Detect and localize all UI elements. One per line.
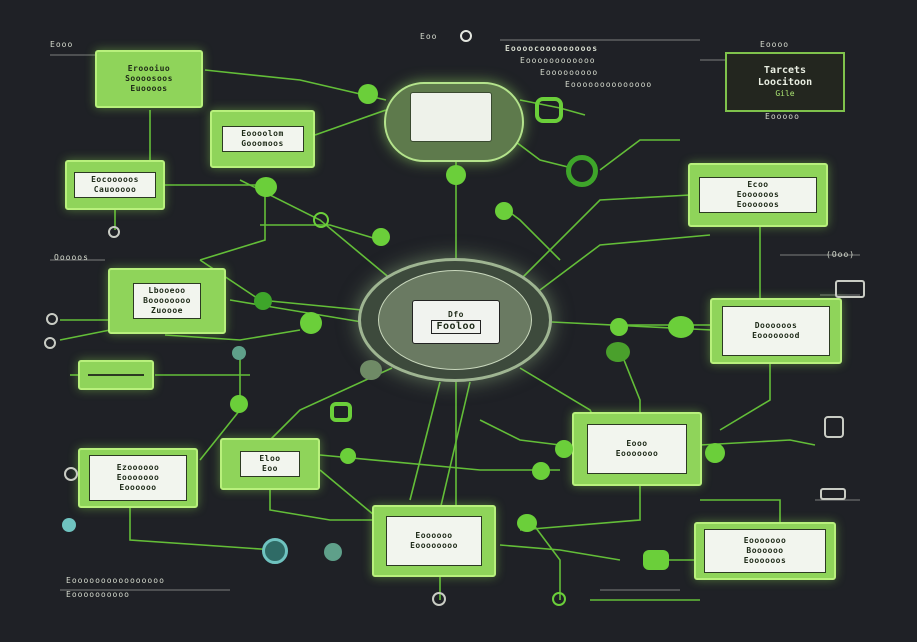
node-1-line-1: Eroooiuo	[127, 64, 171, 73]
node-9-line-2: Eooooooo	[116, 473, 160, 482]
node-3: Eocooooos Cauooooo	[65, 160, 165, 210]
connector-dot	[446, 165, 466, 185]
connector-dot	[432, 592, 446, 606]
connector-dot	[300, 312, 322, 334]
connector-dot	[372, 228, 390, 246]
connector-dot	[824, 416, 844, 438]
connector-dot	[230, 395, 248, 413]
node-5-line-2: Boooooooo	[143, 296, 191, 305]
label-top-text-1: Eoooocooooooooos	[505, 44, 599, 53]
label-left: Ooooos	[54, 253, 89, 262]
node-7-line-2: Eoo	[262, 464, 278, 473]
node-3-line-2: Cauooooo	[93, 185, 137, 194]
label-top-center: Eoo	[420, 32, 438, 41]
center-hub-label: Fooloo	[431, 320, 481, 334]
title-line-2: Loocitoon	[757, 77, 813, 88]
connector-dot	[643, 550, 669, 570]
label-top-text-4: Eoooooooooooooo	[565, 80, 653, 89]
node-12-bar	[88, 374, 144, 376]
node-10-line-2: Eoooooooo	[410, 541, 458, 550]
node-8-line-2: Eooooooo	[615, 449, 659, 458]
connector-dot	[535, 97, 563, 123]
node-5-line-3: Zuoooe	[151, 306, 183, 315]
connector-dot	[340, 448, 356, 464]
node-2-line-1: Eoooolom	[241, 129, 284, 138]
connector-dot	[64, 467, 78, 481]
connector-dot	[108, 226, 120, 238]
node-1-line-3: Euoooos	[130, 84, 168, 93]
node-1-line-2: Soooosoos	[125, 74, 173, 83]
connector-dot	[555, 440, 573, 458]
label-bottom-text-2: Eoooooooooo	[66, 590, 130, 599]
node-2: Eoooolom Gooomoos	[210, 110, 315, 168]
connector-dot	[46, 313, 58, 325]
node-9-line-1: Ezoooooo	[116, 463, 160, 472]
node-4-line-1: Ecoo	[747, 180, 769, 189]
connector-dot	[330, 402, 352, 422]
connector-dot	[358, 84, 378, 104]
label-top-left: Eooo	[50, 40, 74, 49]
node-8: Eooo Eooooooo	[572, 412, 702, 486]
title-line-3: Gile	[775, 89, 795, 98]
label-top-text-2: Eoooooooooooo	[520, 56, 596, 65]
connector-dot	[324, 543, 342, 561]
title-line-1: Tarcets	[763, 65, 807, 76]
connector-dot	[255, 177, 277, 197]
node-10: Eoooooo Eoooooooo	[372, 505, 496, 577]
node-11-line-1: Eooooooo	[743, 536, 787, 545]
node-2-line-2: Gooomoos	[241, 139, 284, 148]
connector-dot	[44, 337, 56, 349]
node-11: Eooooooo Boooooo Eoooooos	[694, 522, 836, 580]
connector-dot	[360, 360, 382, 380]
node-11-line-3: Eoooooos	[743, 556, 787, 565]
node-5: Lbooeoo Boooooooo Zuoooe	[108, 268, 226, 334]
label-top-text-3: Eooooooooo	[540, 68, 599, 77]
node-6: Doooooos Eoooooood	[710, 298, 842, 364]
node-5-line-1: Lbooeoo	[148, 286, 186, 295]
center-hub-screen: Dfo Fooloo	[412, 300, 500, 344]
connector-dot	[232, 346, 246, 360]
connector-dot	[835, 280, 865, 298]
connector-dot	[705, 443, 725, 463]
connector-dot	[566, 155, 598, 187]
node-7-line-1: Eloo	[259, 454, 281, 463]
node-8-line-1: Eooo	[626, 439, 648, 448]
center-hub-top-text: Dfo	[448, 310, 464, 319]
connector-dot	[313, 212, 329, 228]
node-7: Eloo Eoo	[220, 438, 320, 490]
connector-dot	[517, 514, 537, 532]
node-12	[78, 360, 154, 390]
connector-dot	[532, 462, 550, 480]
connector-dot	[254, 292, 272, 310]
label-right: Eooooo	[765, 112, 800, 121]
title-box: Tarcets Loocitoon Gile	[725, 52, 845, 112]
connector-dot	[62, 518, 76, 532]
top-hub-screen	[410, 92, 492, 142]
node-9: Ezoooooo Eooooooo Eoooooo	[78, 448, 198, 508]
node-4: Ecoo Eoooooos Eoooooos	[688, 163, 828, 227]
connector-dot	[495, 202, 513, 220]
node-3-line-1: Eocooooos	[91, 175, 139, 184]
connector-dot	[820, 488, 846, 500]
label-right-mid: (Ooo)	[826, 250, 856, 259]
node-6-line-1: Doooooos	[754, 321, 798, 330]
connector-dot	[460, 30, 472, 42]
node-4-line-2: Eoooooos	[736, 190, 780, 199]
node-9-line-3: Eoooooo	[119, 483, 157, 492]
node-4-line-3: Eoooooos	[736, 200, 780, 209]
connector-dot	[552, 592, 566, 606]
node-1: Eroooiuo Soooosoos Euoooos	[95, 50, 203, 108]
node-11-line-2: Boooooo	[746, 546, 784, 555]
node-6-line-2: Eoooooood	[752, 331, 800, 340]
connector-dot	[606, 342, 630, 362]
connector-dot	[610, 318, 628, 336]
connector-dot	[668, 316, 694, 338]
node-10-line-1: Eoooooo	[415, 531, 453, 540]
label-bottom-text-1: Eoooooooooooooooo	[66, 576, 165, 585]
connector-dot	[262, 538, 288, 564]
label-top-right: Eoooo	[760, 40, 790, 49]
